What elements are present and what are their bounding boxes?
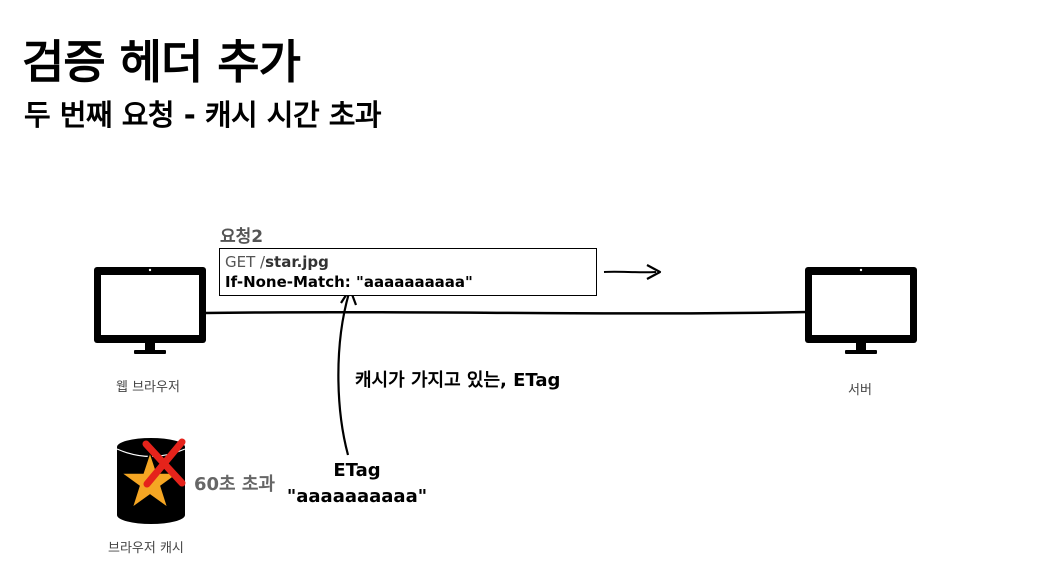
etag-value: "aaaaaaaaaa": [286, 486, 428, 507]
etag-curve-arrow-icon: [337, 287, 358, 456]
expired-x-icon: [142, 438, 186, 488]
request-line: GET /star.jpg: [225, 252, 591, 272]
server-monitor-icon: [805, 267, 917, 354]
etag-title: ETag: [333, 460, 381, 481]
request-path: star.jpg: [265, 253, 329, 271]
etag-value-block: ETag "aaaaaaaaaa": [282, 458, 432, 510]
server-label: 서버: [848, 383, 872, 398]
slide-title: 검증 헤더 추가: [22, 35, 301, 89]
request-arrow-icon: [603, 264, 662, 280]
slide-subtitle: 두 번째 요청 - 캐시 시간 초과: [24, 98, 382, 132]
browser-monitor-icon: [94, 267, 206, 354]
browser-cache-label: 브라우저 캐시: [108, 541, 184, 556]
request-method: GET /: [225, 253, 266, 271]
request-label: 요청2: [220, 227, 264, 247]
cache-timeout-label: 60초 초과: [194, 474, 275, 495]
if-none-match-header: If-None-Match: "aaaaaaaaaa": [225, 273, 473, 291]
browser-label: 웹 브라우저: [116, 380, 180, 395]
connection-line: [204, 310, 809, 315]
request-message-box: GET /star.jpg If-None-Match: "aaaaaaaaaa…: [219, 248, 597, 296]
cache-etag-note: 캐시가 가지고 있는, ETag: [355, 370, 561, 391]
